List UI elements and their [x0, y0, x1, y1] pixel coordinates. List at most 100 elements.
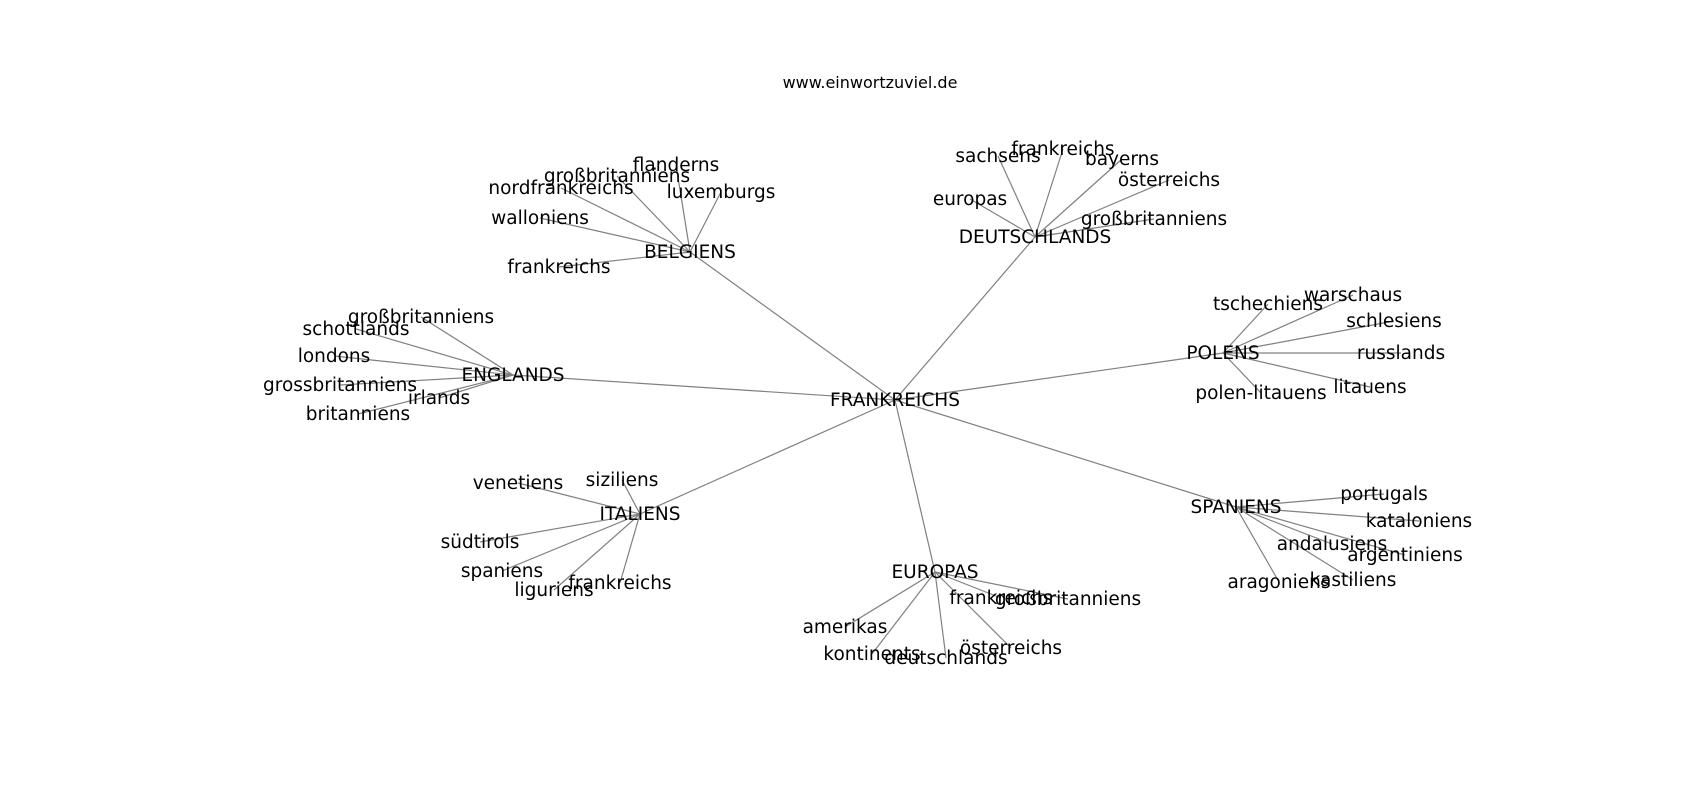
- leaf-node-label: deutschlands: [884, 648, 1007, 669]
- edge-europas-4: [871, 571, 936, 655]
- hub-node-label: ENGLANDS: [461, 365, 564, 386]
- edge-root-englands: [512, 374, 896, 401]
- leaf-node-label: großbritanniens: [348, 307, 494, 328]
- edge-belgiens-3: [689, 191, 722, 253]
- leaf-node-label: polen-litauens: [1195, 383, 1326, 404]
- site-url-label: www.einwortzuviel.de: [783, 73, 958, 92]
- edge-englands-5: [357, 374, 514, 415]
- leaf-node-label: frankreichs: [1011, 139, 1114, 160]
- edge-italiens-1: [517, 482, 641, 515]
- leaf-node-label: britanniens: [306, 404, 410, 425]
- leaf-node-label: portugals: [1340, 484, 1428, 505]
- hub-node-label: DEUTSCHLANDS: [959, 227, 1112, 248]
- leaf-node-label: walloniens: [491, 208, 589, 229]
- leaf-node-label: kontinents: [823, 644, 920, 665]
- hub-node-label: EUROPAS: [891, 562, 978, 583]
- hub-node-label: BELGIENS: [644, 242, 736, 263]
- leaf-node-label: kataloniens: [1366, 511, 1472, 532]
- hub-node-label: POLENS: [1186, 343, 1259, 364]
- edge-polens-1: [1222, 303, 1269, 354]
- edge-belgiens-4: [539, 217, 691, 253]
- edge-europas-5: [934, 571, 947, 659]
- leaf-node-label: großbritanniens: [995, 589, 1141, 610]
- edge-spaniens-3: [1235, 506, 1406, 556]
- labels-layer: FRANKREICHSBELGIENSflandernsgroßbritanni…: [263, 139, 1472, 669]
- leaf-node-label: bayerns: [1085, 149, 1159, 170]
- edge-deutschlands-5: [1034, 218, 1155, 238]
- edge-deutschlands-3: [1034, 179, 1170, 238]
- leaf-node-label: grossbritanniens: [263, 375, 417, 396]
- leaf-node-label: luxemburgs: [667, 182, 776, 203]
- leaf-node-label: londons: [298, 346, 371, 367]
- edge-deutschlands-4: [969, 198, 1036, 238]
- edge-italiens-5: [619, 513, 641, 584]
- edge-deutschlands-1: [997, 155, 1036, 238]
- leaf-node-label: frankreichs: [949, 588, 1052, 609]
- edge-europas-1: [934, 571, 1069, 600]
- edge-belgiens-2: [560, 187, 691, 253]
- edges-layer: [333, 148, 1420, 659]
- leaf-node-label: irlands: [408, 388, 470, 409]
- leaf-node-label: amerikas: [803, 617, 888, 638]
- edge-italiens-4: [553, 513, 641, 591]
- leaf-node-label: großbritanniens: [544, 166, 690, 187]
- leaf-node-label: südtirols: [441, 532, 520, 553]
- edge-belgiens-5: [558, 251, 691, 268]
- edge-root-spaniens: [894, 399, 1237, 508]
- leaf-node-label: argentiniens: [1347, 545, 1462, 566]
- leaf-node-label: frankreichs: [568, 573, 671, 594]
- edge-europas-3: [934, 571, 1012, 649]
- leaf-node-label: kastiliens: [1310, 570, 1397, 591]
- edge-root-italiens: [639, 399, 896, 515]
- edge-deutschlands-0: [1034, 148, 1064, 238]
- leaf-node-label: siziliens: [586, 470, 659, 491]
- edge-europas-0: [934, 571, 1002, 599]
- leaf-node-label: flanderns: [633, 155, 719, 176]
- edge-root-belgiens: [689, 251, 896, 401]
- edge-spaniens-2: [1235, 506, 1333, 545]
- hub-node-label: SPANIENS: [1191, 497, 1282, 518]
- leaf-node-label: tschechiens: [1213, 294, 1323, 315]
- edge-spaniens-1: [1235, 506, 1420, 522]
- leaf-node-label: litauens: [1333, 377, 1406, 398]
- edge-spaniens-4: [1235, 506, 1280, 583]
- leaf-node-label: sachsens: [955, 146, 1040, 167]
- edge-belgiens-0: [675, 164, 691, 253]
- leaf-node-label: schottlands: [303, 319, 410, 340]
- hub-node-label: ITALIENS: [599, 504, 680, 525]
- edge-englands-1: [355, 328, 514, 376]
- leaf-node-label: venetiens: [473, 473, 564, 494]
- edge-root-europas: [894, 399, 936, 573]
- edge-deutschlands-2: [1034, 158, 1123, 238]
- leaf-node-label: europas: [933, 189, 1007, 210]
- edge-polens-5: [1222, 352, 1262, 394]
- edge-englands-0: [420, 316, 514, 376]
- edge-englands-2: [333, 355, 514, 376]
- edge-polens-4: [1222, 352, 1371, 388]
- edge-englands-4: [438, 374, 514, 399]
- leaf-node-label: aragoniens: [1228, 572, 1331, 593]
- leaf-node-label: spaniens: [461, 561, 543, 582]
- edge-spaniens-0: [1235, 493, 1385, 508]
- leaf-node-label: großbritanniens: [1081, 209, 1227, 230]
- root-node-label: FRANKREICHS: [830, 390, 960, 411]
- edge-spaniens-5: [1235, 506, 1354, 581]
- leaf-node-label: warschaus: [1304, 285, 1402, 306]
- edge-europas-2: [844, 571, 936, 628]
- edge-root-deutschlands: [894, 236, 1036, 401]
- leaf-node-label: liguriens: [514, 580, 593, 601]
- edge-belgiens-1: [616, 175, 691, 253]
- edge-englands-3: [339, 374, 514, 386]
- leaf-node-label: österreichs: [960, 638, 1062, 659]
- edge-italiens-2: [479, 513, 641, 543]
- edge-polens-2: [1222, 320, 1395, 354]
- leaf-node-label: frankreichs: [507, 257, 610, 278]
- edge-italiens-3: [501, 513, 641, 572]
- leaf-node-label: andalusiens: [1277, 534, 1388, 555]
- leaf-node-label: russlands: [1357, 343, 1445, 364]
- leaf-node-label: nordfrankreichs: [488, 178, 633, 199]
- leaf-node-label: schlesiens: [1346, 311, 1442, 332]
- edge-polens-0: [1222, 294, 1354, 354]
- edge-italiens-0: [621, 479, 641, 515]
